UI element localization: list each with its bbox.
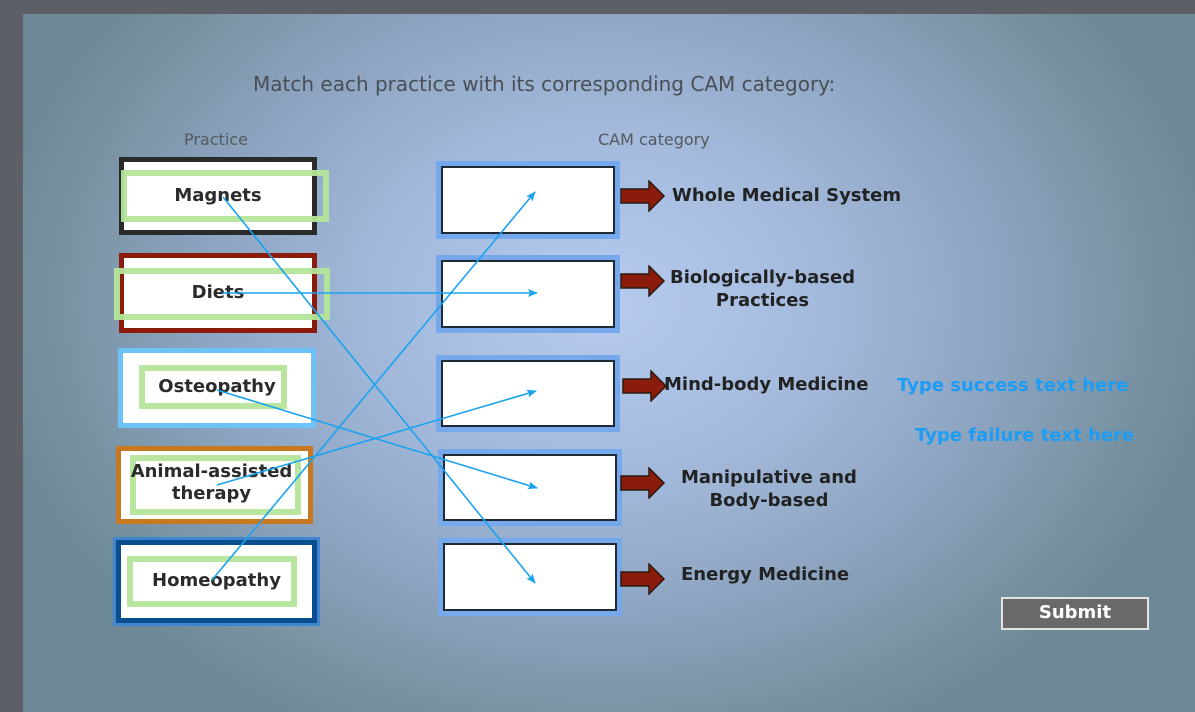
category-line: Energy Medicine (681, 564, 850, 585)
drop-target-whole-medical-system[interactable] (441, 166, 615, 234)
success-feedback-text: Type success text here (897, 375, 1129, 396)
right-arrow-icon (622, 370, 668, 402)
right-arrow-icon (620, 180, 666, 212)
practice-item-diets[interactable]: Diets (114, 253, 330, 333)
right-arrow-icon (620, 467, 666, 499)
practice-label: Magnets (174, 185, 262, 206)
failure-feedback-text: Type failure text here (915, 425, 1135, 446)
right-arrow-icon (620, 265, 666, 297)
practice-item-osteopathy[interactable]: Osteopathy (118, 348, 316, 428)
practice-label: Homeopathy (152, 570, 281, 591)
category-line: Manipulative and (681, 467, 857, 488)
category-column-header: CAM category (598, 130, 710, 149)
category-line: Practices (715, 290, 810, 311)
category-label-whole-medical-system: Whole Medical System (672, 184, 901, 207)
category-label-biologically-based: Biologically-based Practices (670, 266, 855, 312)
category-line: Body-based (709, 490, 829, 511)
category-label-mind-body-medicine: Mind-body Medicine (664, 373, 868, 396)
category-label-manipulative: Manipulative and Body-based (681, 466, 857, 512)
practice-label: Animal-assisted therapy (130, 461, 293, 504)
submit-button[interactable]: Submit (1001, 597, 1149, 630)
category-line: Biologically-based (670, 267, 856, 288)
practice-label: Osteopathy (158, 376, 276, 397)
category-label-energy-medicine: Energy Medicine (681, 563, 849, 586)
quiz-slide: Match each practice with its correspondi… (23, 14, 1195, 712)
practice-item-homeopathy[interactable]: Homeopathy (116, 540, 317, 623)
right-arrow-icon (620, 563, 666, 595)
category-line: Mind-body Medicine (664, 374, 869, 395)
question-title: Match each practice with its correspondi… (253, 72, 836, 96)
drop-target-manipulative[interactable] (443, 454, 617, 521)
drop-target-mind-body[interactable] (441, 360, 615, 427)
drop-target-biologically-based[interactable] (441, 260, 615, 328)
drop-target-energy-medicine[interactable] (443, 543, 617, 611)
practice-item-animal-assisted-therapy[interactable]: Animal-assisted therapy (116, 446, 313, 524)
category-line: Whole Medical System (672, 185, 902, 206)
practice-label: Diets (191, 282, 245, 303)
practice-column-header: Practice (184, 130, 248, 149)
practice-item-magnets[interactable]: Magnets (119, 157, 329, 235)
